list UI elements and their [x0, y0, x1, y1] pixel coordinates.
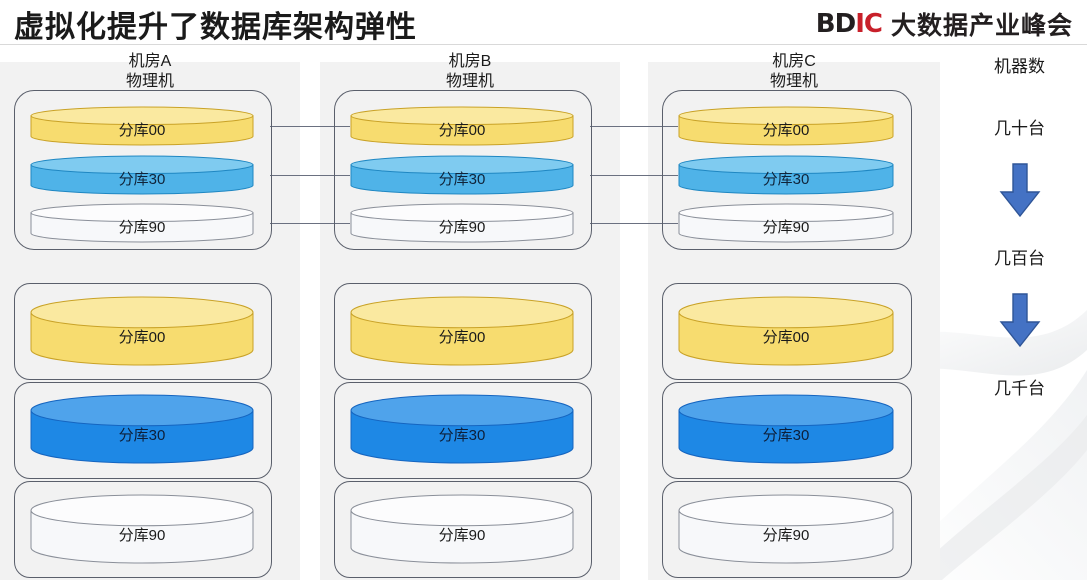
database-cylinder-icon: [350, 155, 574, 195]
logo-letter-c: C: [863, 9, 883, 39]
host-box-bottom-1-room-a: [14, 382, 272, 479]
shard-分库90-bottom-room-c: 分库90: [678, 494, 894, 564]
room-name-a: 机房A: [128, 53, 172, 70]
host-box-top-room-a: [14, 90, 272, 250]
shard-分库00-bottom-room-b: 分库00: [350, 296, 574, 366]
scale-step-1: 几十台: [994, 119, 1045, 138]
machine-scale-column: 机器数 几十台 几百台 几千台: [952, 52, 1087, 572]
database-cylinder-icon: [678, 106, 894, 146]
database-cylinder-icon: [30, 106, 254, 146]
shard-分库90-bottom-room-b: 分库90: [350, 494, 574, 564]
room-header-c: 机房C 物理机: [648, 52, 940, 92]
host-box-bottom-0-room-b: [334, 283, 592, 380]
room-header-b: 机房B 物理机: [320, 52, 620, 92]
shard-分库00-bottom-room-a: 分库00: [30, 296, 254, 366]
database-cylinder-icon: [30, 494, 254, 564]
database-cylinder-icon: [350, 296, 574, 366]
database-cylinder-icon: [350, 106, 574, 146]
down-arrow-icon-1: [999, 163, 1040, 218]
room-name-b: 机房B: [448, 53, 492, 70]
host-box-bottom-2-room-a: [14, 481, 272, 578]
room-type-c: 物理机: [769, 73, 818, 90]
shard-分库00-top-room-b: 分库00: [350, 106, 574, 146]
room-header-a: 机房A 物理机: [0, 52, 300, 92]
connector-b-c-1: [590, 175, 678, 176]
database-cylinder-icon: [350, 203, 574, 243]
connector-a-b-0: [270, 126, 350, 127]
connector-b-c-2: [590, 223, 678, 224]
shard-分库30-top-room-b: 分库30: [350, 155, 574, 195]
scale-step-3: 几千台: [994, 379, 1045, 398]
database-cylinder-icon: [678, 296, 894, 366]
scale-title: 机器数: [994, 57, 1045, 76]
connector-a-b-2: [270, 223, 350, 224]
shard-分库30-top-room-c: 分库30: [678, 155, 894, 195]
database-cylinder-icon: [30, 394, 254, 464]
host-box-top-room-c: [662, 90, 912, 250]
shard-分库90-top-room-b: 分库90: [350, 203, 574, 243]
shard-分库00-bottom-room-c: 分库00: [678, 296, 894, 366]
shard-分库90-top-room-a: 分库90: [30, 203, 254, 243]
database-cylinder-icon: [350, 394, 574, 464]
room-type-a: 物理机: [125, 73, 174, 90]
host-box-bottom-1-room-b: [334, 382, 592, 479]
database-cylinder-icon: [678, 394, 894, 464]
shard-分库30-bottom-room-b: 分库30: [350, 394, 574, 464]
database-cylinder-icon: [678, 203, 894, 243]
scale-step-2: 几百台: [994, 249, 1045, 268]
database-cylinder-icon: [30, 155, 254, 195]
database-cylinder-icon: [350, 494, 574, 564]
logo-letters-bd: BD: [815, 9, 856, 39]
host-box-bottom-0-room-a: [14, 283, 272, 380]
shard-分库90-top-room-c: 分库90: [678, 203, 894, 243]
shard-分库30-top-room-a: 分库30: [30, 155, 254, 195]
database-cylinder-icon: [30, 296, 254, 366]
shard-分库90-bottom-room-a: 分库90: [30, 494, 254, 564]
connector-a-b-1: [270, 175, 350, 176]
room-name-c: 机房C: [772, 53, 816, 70]
page-title: 虚拟化提升了数据库架构弹性: [14, 11, 417, 44]
down-arrow-icon-2: [999, 293, 1040, 348]
shard-分库00-top-room-a: 分库00: [30, 106, 254, 146]
shard-分库30-bottom-room-a: 分库30: [30, 394, 254, 464]
database-cylinder-icon: [678, 155, 894, 195]
shard-分库00-top-room-c: 分库00: [678, 106, 894, 146]
database-cylinder-icon: [30, 203, 254, 243]
database-cylinder-icon: [678, 494, 894, 564]
host-box-top-room-b: [334, 90, 592, 250]
host-box-bottom-2-room-b: [334, 481, 592, 578]
logo-letter-i: I: [855, 9, 865, 39]
room-type-b: 物理机: [445, 73, 494, 90]
logo-wordmark: 大数据产业峰会: [890, 12, 1073, 40]
connector-b-c-0: [590, 126, 678, 127]
shard-分库30-bottom-room-c: 分库30: [678, 394, 894, 464]
